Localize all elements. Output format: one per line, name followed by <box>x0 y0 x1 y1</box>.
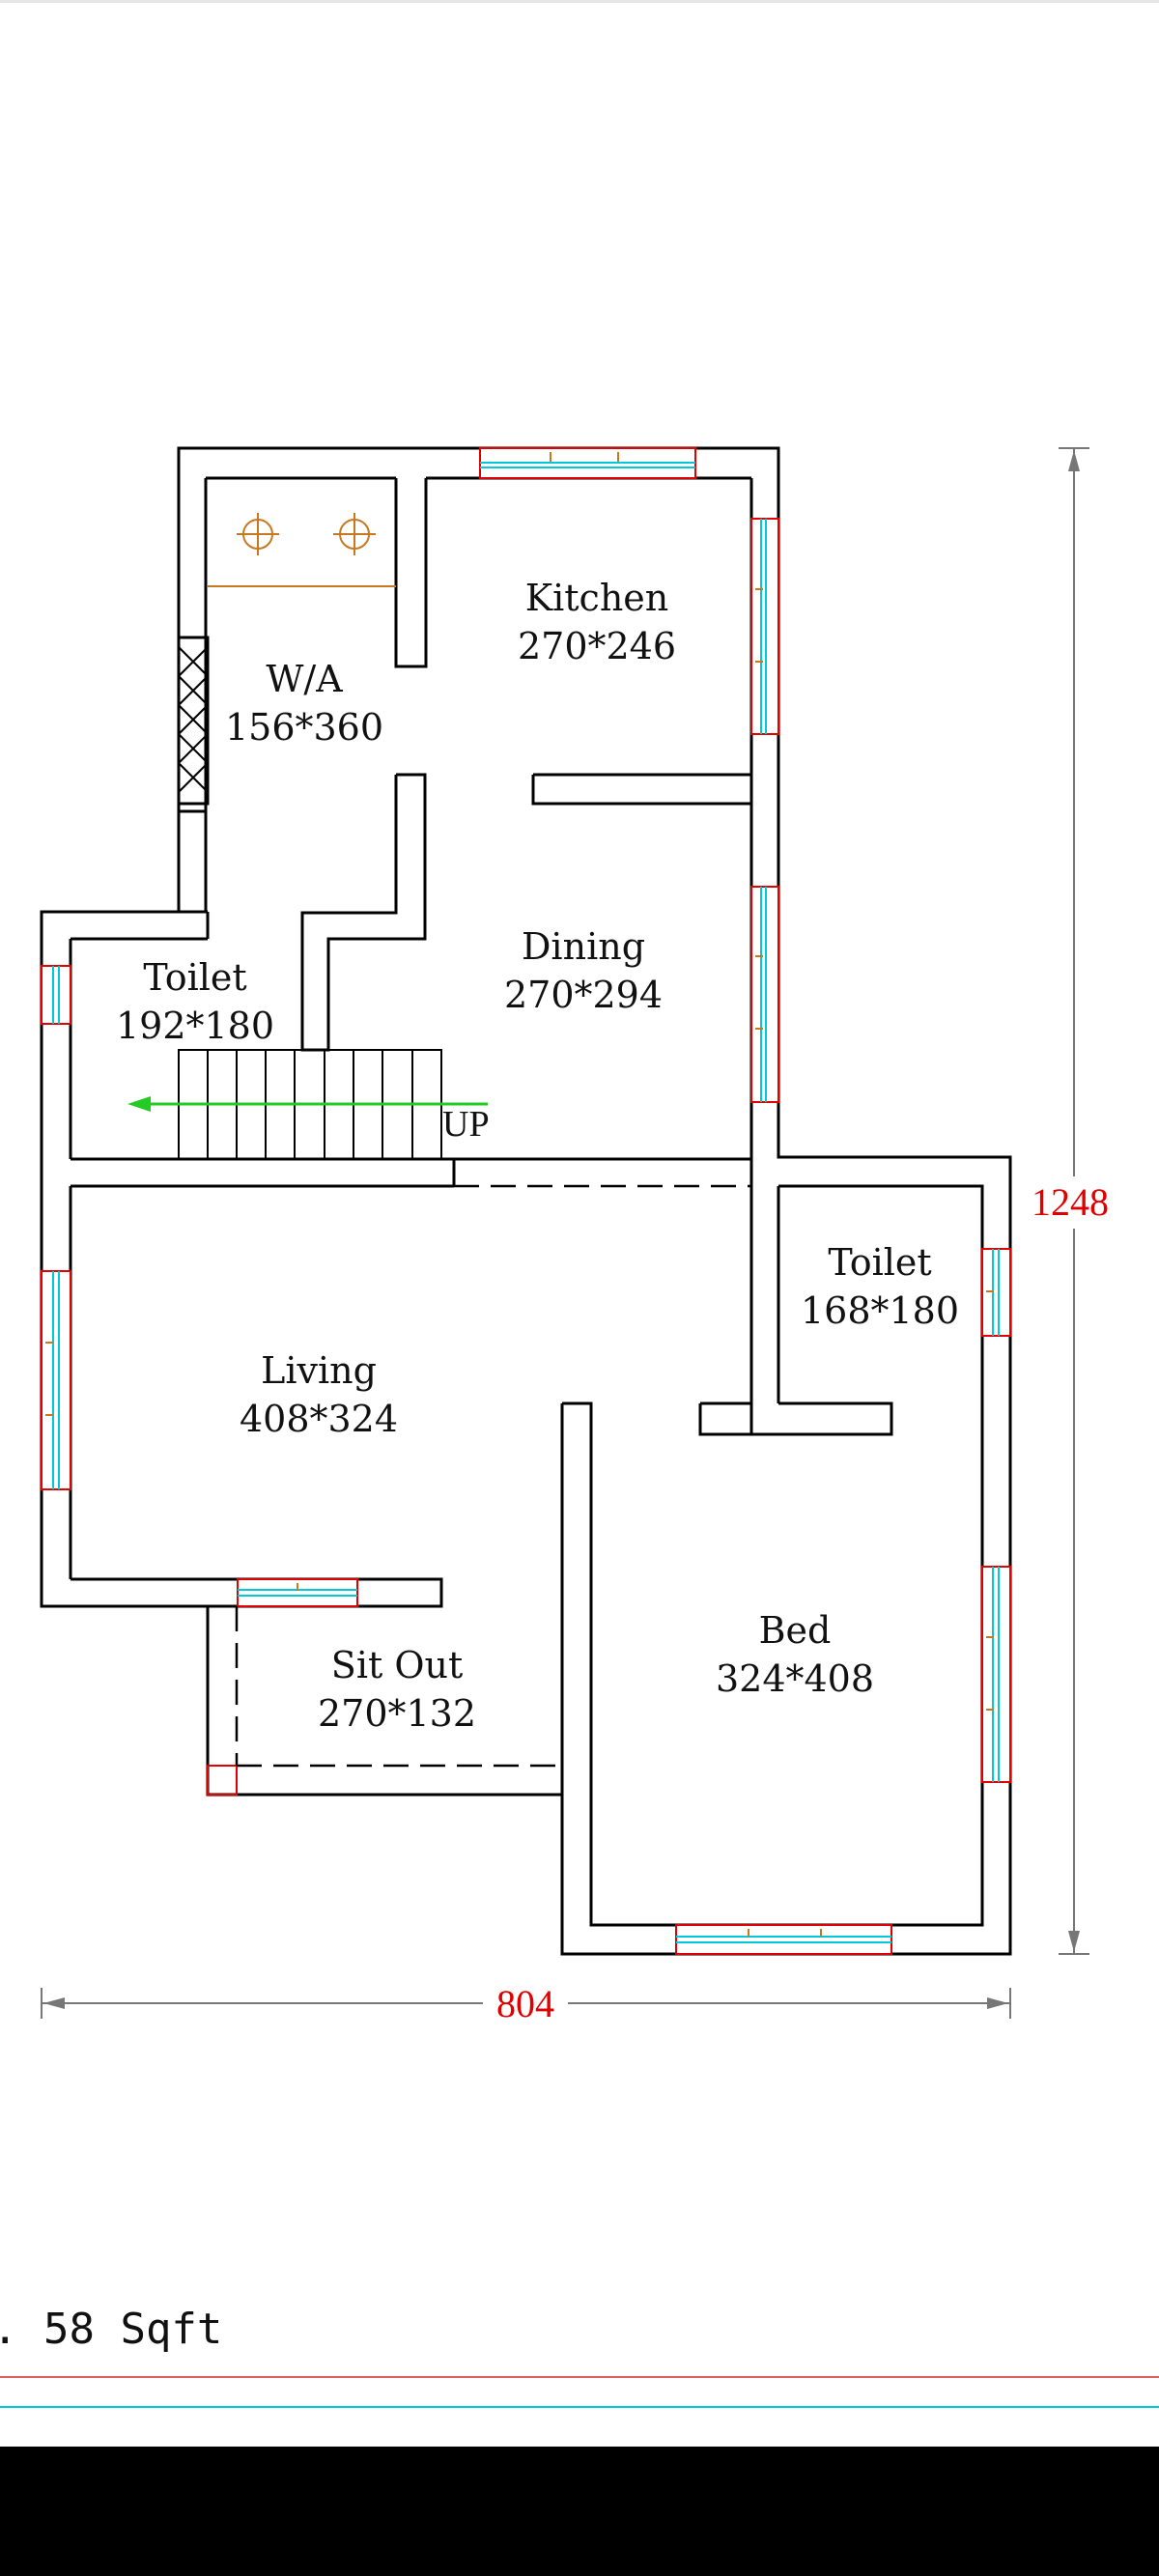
width-dimension-line <box>41 1988 1011 2019</box>
kitchen-size: 270*246 <box>518 625 676 667</box>
stair-up-label: UP <box>442 1104 490 1145</box>
toilet-2-size: 168*180 <box>801 1289 959 1332</box>
window-dining-east <box>750 886 779 1103</box>
toilet-1-label: Toilet <box>143 956 246 999</box>
kitchen-label: Kitchen <box>525 577 669 619</box>
living-label: Living <box>261 1349 377 1392</box>
window-living-west <box>41 1270 71 1490</box>
height-dimension-line <box>1059 447 1089 1955</box>
stair-direction-arrow <box>127 1096 488 1112</box>
windows <box>41 447 1011 1955</box>
toilet-1-size: 192*180 <box>116 1005 274 1047</box>
dashed-openings <box>235 1157 751 1768</box>
window-bed-south <box>675 1924 892 1955</box>
window-kitchen-east <box>750 518 779 735</box>
exterior-walls <box>40 446 1012 1956</box>
living-size: 408*324 <box>240 1398 398 1440</box>
bed-size: 324*408 <box>716 1657 874 1700</box>
hatched-panel <box>177 636 210 806</box>
dining-size: 270*294 <box>504 974 663 1016</box>
window-sash-marks <box>45 452 994 1937</box>
burner-fixtures <box>208 513 396 587</box>
floor-plan: UP Kitchen 270*246 W/A 156*360 Toilet 19… <box>0 446 1159 2408</box>
window-living-south <box>237 1578 358 1607</box>
toilet-2-label: Toilet <box>828 1241 931 1284</box>
top-border <box>0 0 1159 3</box>
sitout-label: Sit Out <box>331 1644 463 1686</box>
bottom-bar <box>0 2447 1159 2576</box>
bed-label: Bed <box>759 1609 832 1652</box>
window-toilet2-east <box>981 1248 1011 1337</box>
window-kitchen-top <box>479 447 696 479</box>
wa-size: 156*360 <box>225 706 383 749</box>
wa-label: W/A <box>266 658 343 700</box>
sitout-corner-post <box>207 1765 238 1796</box>
width-dimension-label: 804 <box>496 1982 554 2025</box>
window-toilet1-west <box>41 965 71 1025</box>
window-bed-east <box>981 1566 1011 1783</box>
height-dimension-label: 1248 <box>1032 1180 1109 1224</box>
area-summary: . 58 Sqft <box>0 2305 222 2354</box>
sitout-size: 270*132 <box>318 1692 476 1735</box>
dining-label: Dining <box>522 925 645 968</box>
